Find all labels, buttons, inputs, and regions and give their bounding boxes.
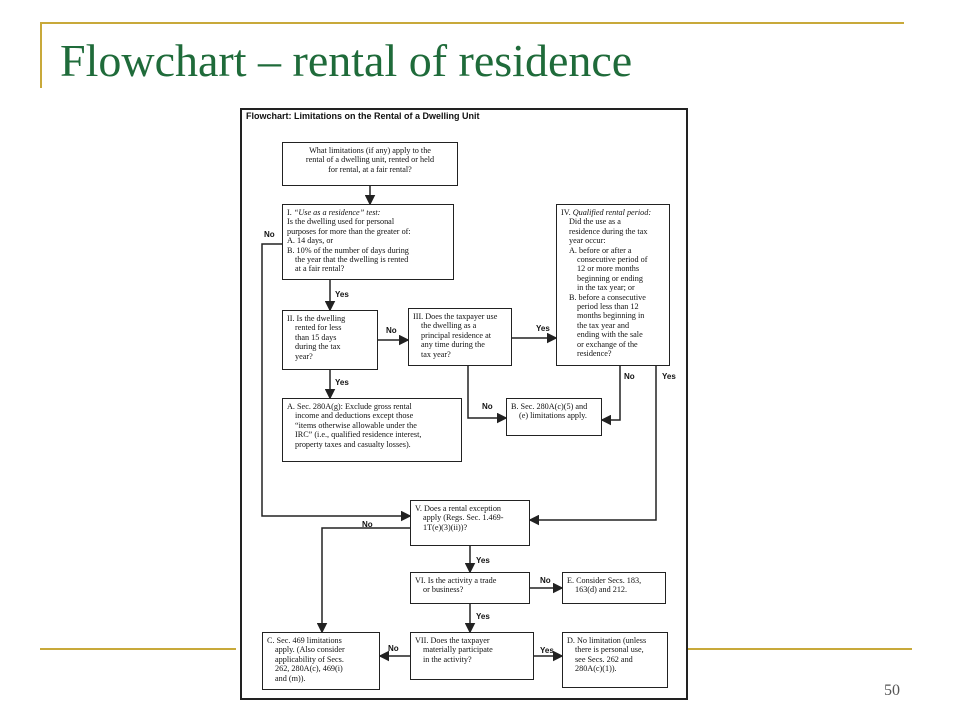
label-q1-no: No [264,230,275,239]
top-rule [40,22,904,24]
node-q4-qualified-rental-period: IV. Qualified rental period: Did the use… [556,204,670,366]
node-q6-trade-or-business: VI. Is the activity a trade or business? [410,572,530,604]
label-q7-yes: Yes [540,646,554,655]
edge-q4-yes [528,366,657,526]
node-start: What limitations (if any) apply to the r… [282,142,458,186]
node-a-sec-280a-g: A. Sec. 280A(g): Exclude gross rental in… [282,398,462,462]
node-d-no-limitation: D. No limitation (unless there is person… [562,632,668,688]
label-q6-yes: Yes [476,612,490,621]
node-q1-use-as-residence: I. “Use as a residence” test: Is the dwe… [282,204,454,280]
label-q3-yes: Yes [536,324,550,333]
edge-q5-no [316,527,410,634]
node-q7-material-participation: VII. Does the taxpayer materially partic… [410,632,534,680]
label-q2-yes: Yes [335,378,349,387]
label-q7-no: No [388,644,399,653]
node-e-consider-secs: E. Consider Secs. 183, 163(d) and 212. [562,572,666,604]
bottom-rule-left [40,648,236,650]
node-q5-rental-exception: V. Does a rental exception apply (Regs. … [410,500,530,546]
page-number: 50 [884,682,900,699]
label-q3-no: No [482,402,493,411]
label-q4-yes: Yes [662,372,676,381]
left-rule [40,22,42,88]
label-q2-no: No [386,326,397,335]
edge-q4-no [600,366,621,426]
label-q5-no: No [362,520,373,529]
edge-q3-no [467,366,508,424]
label-q1-yes: Yes [335,290,349,299]
label-q4-no: No [624,372,635,381]
label-q5-yes: Yes [476,556,490,565]
node-q2-rented-less-15-days: II. Is the dwelling rented for less than… [282,310,378,370]
node-q3-principal-residence: III. Does the taxpayer use the dwelling … [408,308,512,366]
edge-q1-no [261,243,412,522]
node-b-sec-280a-c5: B. Sec. 280A(c)(5) and (e) limitations a… [506,398,602,436]
label-q6-no: No [540,576,551,585]
flowchart-header: Flowchart: Limitations on the Rental of … [246,111,480,121]
slide-title: Flowchart – rental of residence [60,35,633,86]
bottom-rule-right [688,648,912,650]
node-c-sec-469-limitations: C. Sec. 469 limitations apply. (Also con… [262,632,380,690]
